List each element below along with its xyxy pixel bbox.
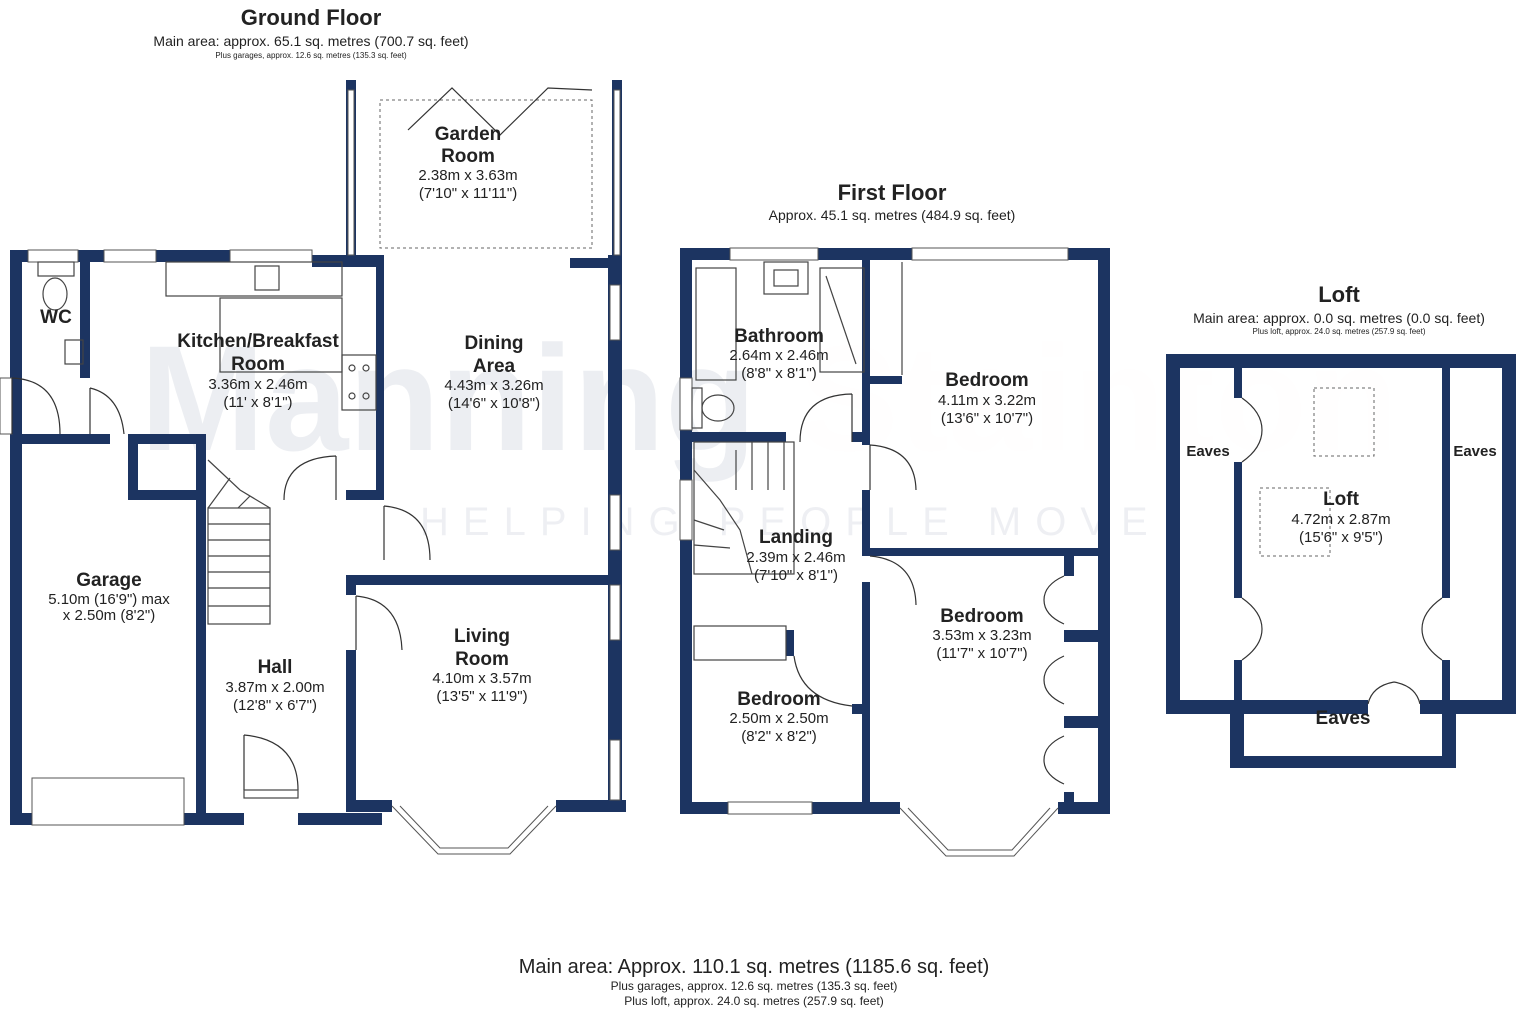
bathroom-name: Bathroom xyxy=(734,326,824,347)
loft-room-imperial: (15'6" x 9'5") xyxy=(1299,529,1383,546)
living-metric: 4.10m x 3.57m xyxy=(432,670,531,687)
bathroom-imperial: (8'8" x 8'1") xyxy=(741,365,817,382)
kitchen-name: Kitchen/Breakfast xyxy=(177,331,339,352)
dining-imperial: (14'6" x 10'8") xyxy=(448,395,540,412)
eaves-bottom-label: Eaves xyxy=(1316,708,1371,729)
landing-imperial: (7'10" x 8'1") xyxy=(754,567,838,584)
loft-floor: Loft Main area: approx. 0.0 sq. metres (… xyxy=(1166,282,1516,768)
wc-name: WC xyxy=(40,307,72,328)
kitchen-metric: 3.36m x 2.46m xyxy=(208,376,307,393)
room-garden-room: Garden Room 2.38m x 3.63m (7'10" x 11'11… xyxy=(418,124,517,202)
footer-garages-area: Plus garages, approx. 12.6 sq. metres (1… xyxy=(611,979,898,993)
hall-metric: 3.87m x 2.00m xyxy=(225,679,324,696)
eaves-left-label: Eaves xyxy=(1186,443,1229,460)
loft-room-name: Loft xyxy=(1323,489,1360,510)
first-floor: First Floor Approx. 45.1 sq. metres (484… xyxy=(679,180,1110,857)
loft-extra-area: Plus loft, approx. 24.0 sq. metres (257.… xyxy=(1253,327,1426,336)
loft-room-metric: 4.72m x 2.87m xyxy=(1291,511,1390,528)
living-name: Living xyxy=(454,626,510,647)
room-bedroom-2: Bedroom 3.53m x 3.23m (11'7" x 10'7") xyxy=(932,606,1031,662)
dining-metric: 4.43m x 3.26m xyxy=(444,377,543,394)
hall-imperial: (12'8" x 6'7") xyxy=(233,697,317,714)
bedroom-3-imperial: (8'2" x 8'2") xyxy=(741,728,817,745)
ground-floor: Ground Floor Main area: approx. 65.1 sq.… xyxy=(0,5,626,855)
bedroom-3-metric: 2.50m x 2.50m xyxy=(729,710,828,727)
room-landing: Landing 2.39m x 2.46m (7'10" x 8'1") xyxy=(746,527,845,584)
footer-summary: Main area: Approx. 110.1 sq. metres (118… xyxy=(519,956,990,1008)
eaves-right-label: Eaves xyxy=(1453,443,1496,460)
landing-metric: 2.39m x 2.46m xyxy=(746,549,845,566)
bedroom-1-imperial: (13'6" x 10'7") xyxy=(941,410,1033,427)
first-floor-fixtures xyxy=(691,261,1065,785)
footer-loft-area: Plus loft, approx. 24.0 sq. metres (257.… xyxy=(624,994,883,1008)
kitchen-name-2: Room xyxy=(231,354,285,375)
loft-walls xyxy=(1166,354,1516,768)
room-bathroom: Bathroom 2.64m x 2.46m (8'8" x 8'1") xyxy=(729,326,828,382)
dining-name: Dining xyxy=(464,333,523,354)
garage-metric: 5.10m (16'9") max xyxy=(48,591,170,608)
watermark: Manning Stainton HELPING PEOPLE MOVE xyxy=(140,314,1398,544)
bedroom-2-name: Bedroom xyxy=(940,606,1023,627)
landing-name: Landing xyxy=(759,527,833,548)
room-kitchen: Kitchen/Breakfast Room 3.36m x 2.46m (11… xyxy=(177,331,339,411)
hall-name: Hall xyxy=(258,657,293,678)
bathroom-metric: 2.64m x 2.46m xyxy=(729,347,828,364)
garden-room-name-2: Room xyxy=(441,146,495,167)
room-hall: Hall 3.87m x 2.00m (12'8" x 6'7") xyxy=(225,657,324,714)
first-floor-title: First Floor xyxy=(838,180,947,205)
ground-floor-fixtures xyxy=(11,87,593,799)
loft-fixtures xyxy=(1241,387,1443,705)
garden-room-metric: 2.38m x 3.63m xyxy=(418,167,517,184)
watermark-brand: Manning Stainton xyxy=(140,314,1398,482)
watermark-tagline: HELPING PEOPLE MOVE xyxy=(420,500,1162,544)
living-imperial: (13'5" x 11'9") xyxy=(436,688,527,705)
room-loft: Loft 4.72m x 2.87m (15'6" x 9'5") xyxy=(1291,489,1390,546)
first-floor-main-area: Approx. 45.1 sq. metres (484.9 sq. feet) xyxy=(769,207,1016,223)
room-dining-area: Dining Area 4.43m x 3.26m (14'6" x 10'8"… xyxy=(444,333,543,412)
bedroom-2-metric: 3.53m x 3.23m xyxy=(932,627,1031,644)
bedroom-3-name: Bedroom xyxy=(737,689,820,710)
bedroom-1-name: Bedroom xyxy=(945,370,1028,391)
ground-floor-title: Ground Floor xyxy=(241,5,382,30)
bedroom-2-imperial: (11'7" x 10'7") xyxy=(936,645,1027,662)
living-name-2: Room xyxy=(455,649,509,670)
loft-main-area: Main area: approx. 0.0 sq. metres (0.0 s… xyxy=(1193,310,1485,326)
room-bedroom-1: Bedroom 4.11m x 3.22m (13'6" x 10'7") xyxy=(938,370,1036,427)
room-wc: WC xyxy=(40,307,72,328)
room-garage: Garage 5.10m (16'9") max x 2.50m (8'2") xyxy=(48,570,170,624)
garden-room-name: Garden xyxy=(435,124,502,145)
dining-name-2: Area xyxy=(473,356,516,377)
room-living-room: Living Room 4.10m x 3.57m (13'5" x 11'9"… xyxy=(432,626,531,705)
garage-imperial: x 2.50m (8'2") xyxy=(63,607,155,624)
first-floor-windows xyxy=(679,247,1069,857)
room-bedroom-3: Bedroom 2.50m x 2.50m (8'2" x 8'2") xyxy=(729,689,828,745)
ground-floor-windows xyxy=(0,89,621,855)
kitchen-imperial: (11' x 8'1") xyxy=(223,394,292,411)
garden-room-imperial: (7'10" x 11'11") xyxy=(419,185,517,202)
ground-floor-extra-area: Plus garages, approx. 12.6 sq. metres (1… xyxy=(215,51,407,60)
ground-floor-main-area: Main area: approx. 65.1 sq. metres (700.… xyxy=(153,33,468,49)
footer-main-area: Main area: Approx. 110.1 sq. metres (118… xyxy=(519,956,990,978)
bedroom-1-metric: 4.11m x 3.22m xyxy=(938,392,1036,409)
garage-name: Garage xyxy=(76,570,141,591)
loft-title: Loft xyxy=(1318,282,1360,307)
